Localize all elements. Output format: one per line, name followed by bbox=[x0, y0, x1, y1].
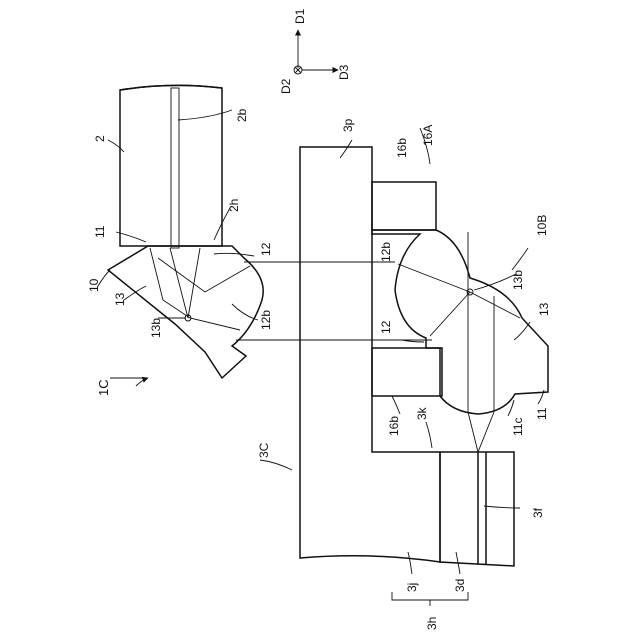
label-11-left: 11 bbox=[93, 225, 107, 238]
reference-labels: 2 2b 2h 11 10 13 12 13b 12b 1C 3p 16b 16… bbox=[87, 108, 551, 630]
film-2b bbox=[171, 88, 179, 248]
block-3h bbox=[440, 452, 514, 566]
label-13b-left: 13b bbox=[149, 318, 163, 338]
label-2h: 2h bbox=[227, 199, 241, 212]
axis-d1-label: D1 bbox=[293, 8, 307, 24]
label-3j: 3j bbox=[405, 583, 419, 592]
label-3c: 3C bbox=[257, 442, 271, 458]
label-12b-left: 12b bbox=[259, 310, 273, 330]
member-3p bbox=[300, 147, 440, 562]
label-2b: 2b bbox=[235, 108, 249, 122]
label-12b-right: 12b bbox=[379, 242, 393, 262]
label-3h: 3h bbox=[425, 617, 439, 630]
label-3k: 3k bbox=[415, 406, 429, 420]
label-13-left: 13 bbox=[113, 292, 127, 306]
label-3d: 3d bbox=[453, 579, 467, 592]
label-16b-top: 16b bbox=[395, 138, 409, 158]
label-11-right: 11 bbox=[535, 407, 549, 420]
label-13-right: 13 bbox=[537, 302, 551, 316]
label-12-right: 12 bbox=[379, 320, 393, 334]
label-2: 2 bbox=[93, 135, 107, 142]
member-2 bbox=[120, 85, 222, 248]
label-12-left-top: 12 bbox=[259, 242, 273, 256]
label-10b: 10B bbox=[535, 215, 549, 236]
element-10 bbox=[108, 246, 263, 378]
label-1c: 1C bbox=[96, 379, 111, 396]
label-3p: 3p bbox=[341, 118, 355, 132]
label-16b-bottom: 16b bbox=[387, 416, 401, 436]
axis-indicator: D1 D2 D3 bbox=[279, 8, 351, 94]
label-13b-right: 13b bbox=[511, 270, 525, 290]
leader-lines bbox=[98, 110, 544, 606]
label-3f: 3f bbox=[531, 507, 545, 518]
fiber-3f bbox=[478, 452, 486, 564]
axis-d2-label: D2 bbox=[279, 78, 293, 94]
axis-d3-label: D3 bbox=[337, 64, 351, 80]
label-11c: 11c bbox=[511, 418, 525, 436]
spacer-16b-top bbox=[372, 182, 436, 230]
label-16a: 16A bbox=[421, 125, 435, 146]
label-10: 10 bbox=[87, 278, 101, 292]
spacer-16b-bottom bbox=[372, 348, 442, 396]
